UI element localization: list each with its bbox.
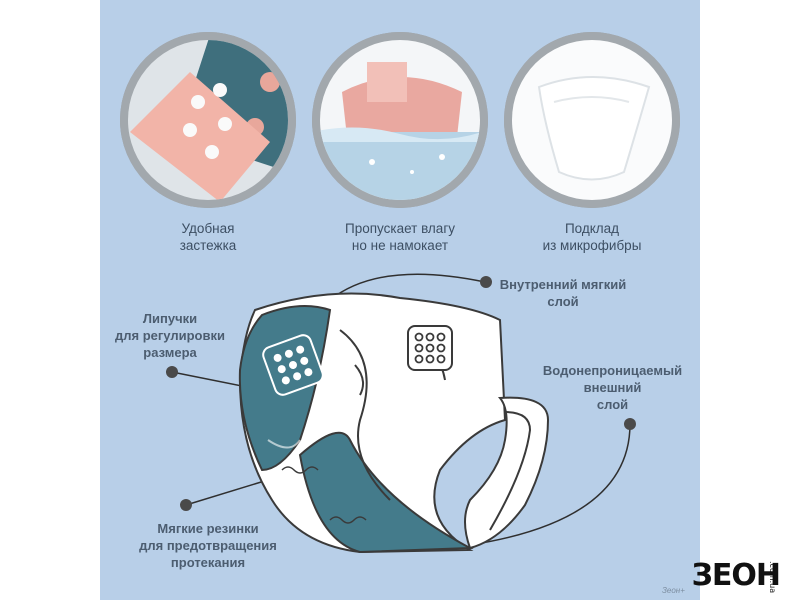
- callout-dot-velcro: [166, 366, 178, 378]
- callout-dot-outer-layer: [624, 418, 636, 430]
- feature-caption-microfiber: Подклад из микрофибры: [542, 221, 642, 253]
- brand-logo: ЗЕОН: [691, 558, 781, 593]
- velcro-snap-panel-left: [262, 334, 324, 396]
- waterproof-photo: [312, 32, 488, 208]
- microfiber-lining-photo: [504, 32, 680, 208]
- callout-dot-elastics: [180, 499, 192, 511]
- callout-elastics: Мягкие резинки для предотвращения протек…: [139, 521, 277, 570]
- callout-outer-layer: Водонепроницаемый внешний слой: [542, 363, 683, 412]
- callout-velcro: Липучки для регулировки размера: [115, 311, 225, 360]
- brand-logo-domain: .com.ua: [768, 561, 777, 594]
- callout-dot-inner-layer: [480, 276, 492, 288]
- watermark: Зеон+: [662, 586, 685, 595]
- snap-closure-photo: [120, 32, 296, 208]
- snap-panel-right: [407, 325, 453, 371]
- callout-inner-layer: Внутренний мягкий слой: [499, 277, 627, 309]
- feature-caption-closure: Удобная застежка: [179, 221, 237, 253]
- feature-caption-waterproof: Пропускает влагу но не намокает: [344, 221, 455, 253]
